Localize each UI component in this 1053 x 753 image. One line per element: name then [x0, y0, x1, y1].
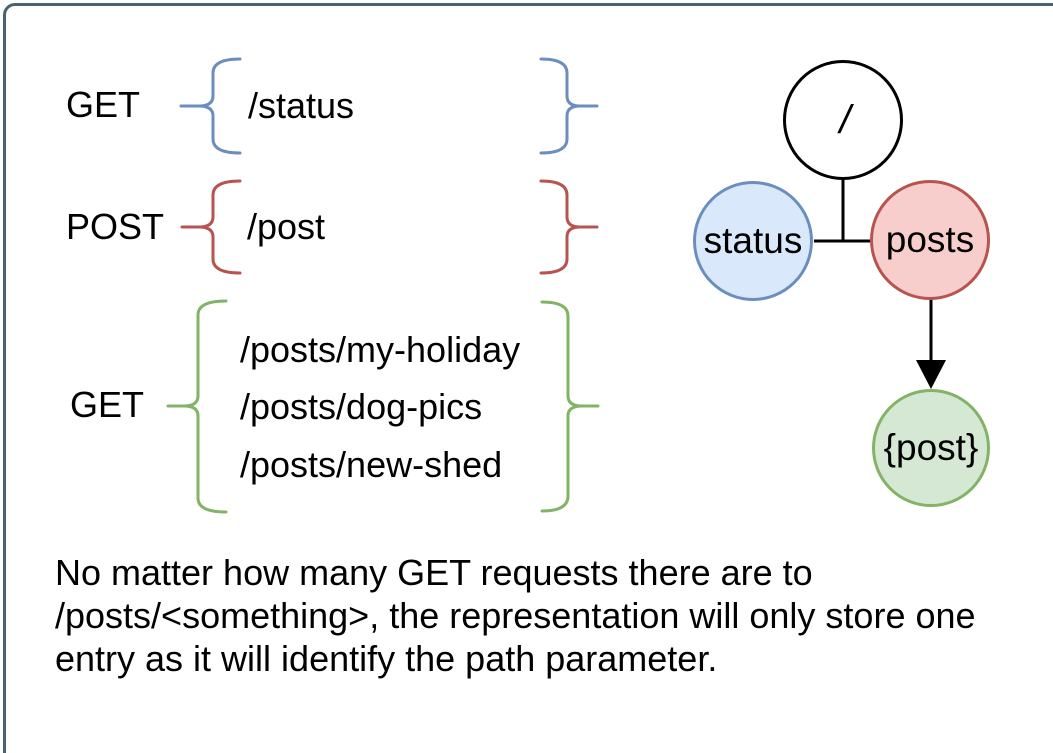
tree-node-status: status: [693, 181, 813, 301]
tree-node-root-label: /: [839, 97, 851, 142]
tree-node-status-label: status: [703, 220, 803, 261]
green-open-brace: [183, 299, 228, 514]
tree-node-root: /: [783, 60, 903, 180]
blue-brace-group: [179, 57, 599, 155]
caption-line-2: /posts/<something>, the representation w…: [55, 595, 976, 636]
arrow-head-icon: [916, 360, 946, 389]
green-close-brace: [540, 300, 583, 513]
request-2-method: POST: [66, 206, 165, 247]
request-2-path: /post: [247, 206, 326, 247]
tree-node-posts: posts: [870, 180, 990, 300]
tree-node-posts-label: posts: [885, 219, 975, 260]
blue-open-brace: [198, 57, 242, 155]
request-1-method: GET: [66, 84, 141, 125]
red-brace-group: [180, 179, 599, 275]
caption-line-3: entry as it will identify the path param…: [55, 638, 718, 679]
tree-node-post-param-label: {post}: [883, 427, 979, 468]
request-3-path-1: /posts/my-holiday: [240, 329, 521, 370]
red-close-brace: [539, 179, 581, 275]
request-3-method: GET: [70, 384, 145, 425]
request-1-path: /status: [248, 85, 355, 126]
caption-line-1: No matter how many GET requests there ar…: [55, 552, 813, 593]
request-3-path-3: /posts/new-shed: [240, 444, 503, 485]
blue-close-brace: [539, 57, 581, 155]
red-open-brace: [198, 179, 242, 275]
green-brace-group: [166, 299, 600, 514]
request-3-path-2: /posts/dog-pics: [240, 386, 483, 427]
tree-node-post-param: {post}: [872, 389, 990, 507]
caption: No matter how many GET requests there ar…: [55, 551, 976, 680]
tree-connectors: [814, 178, 933, 366]
